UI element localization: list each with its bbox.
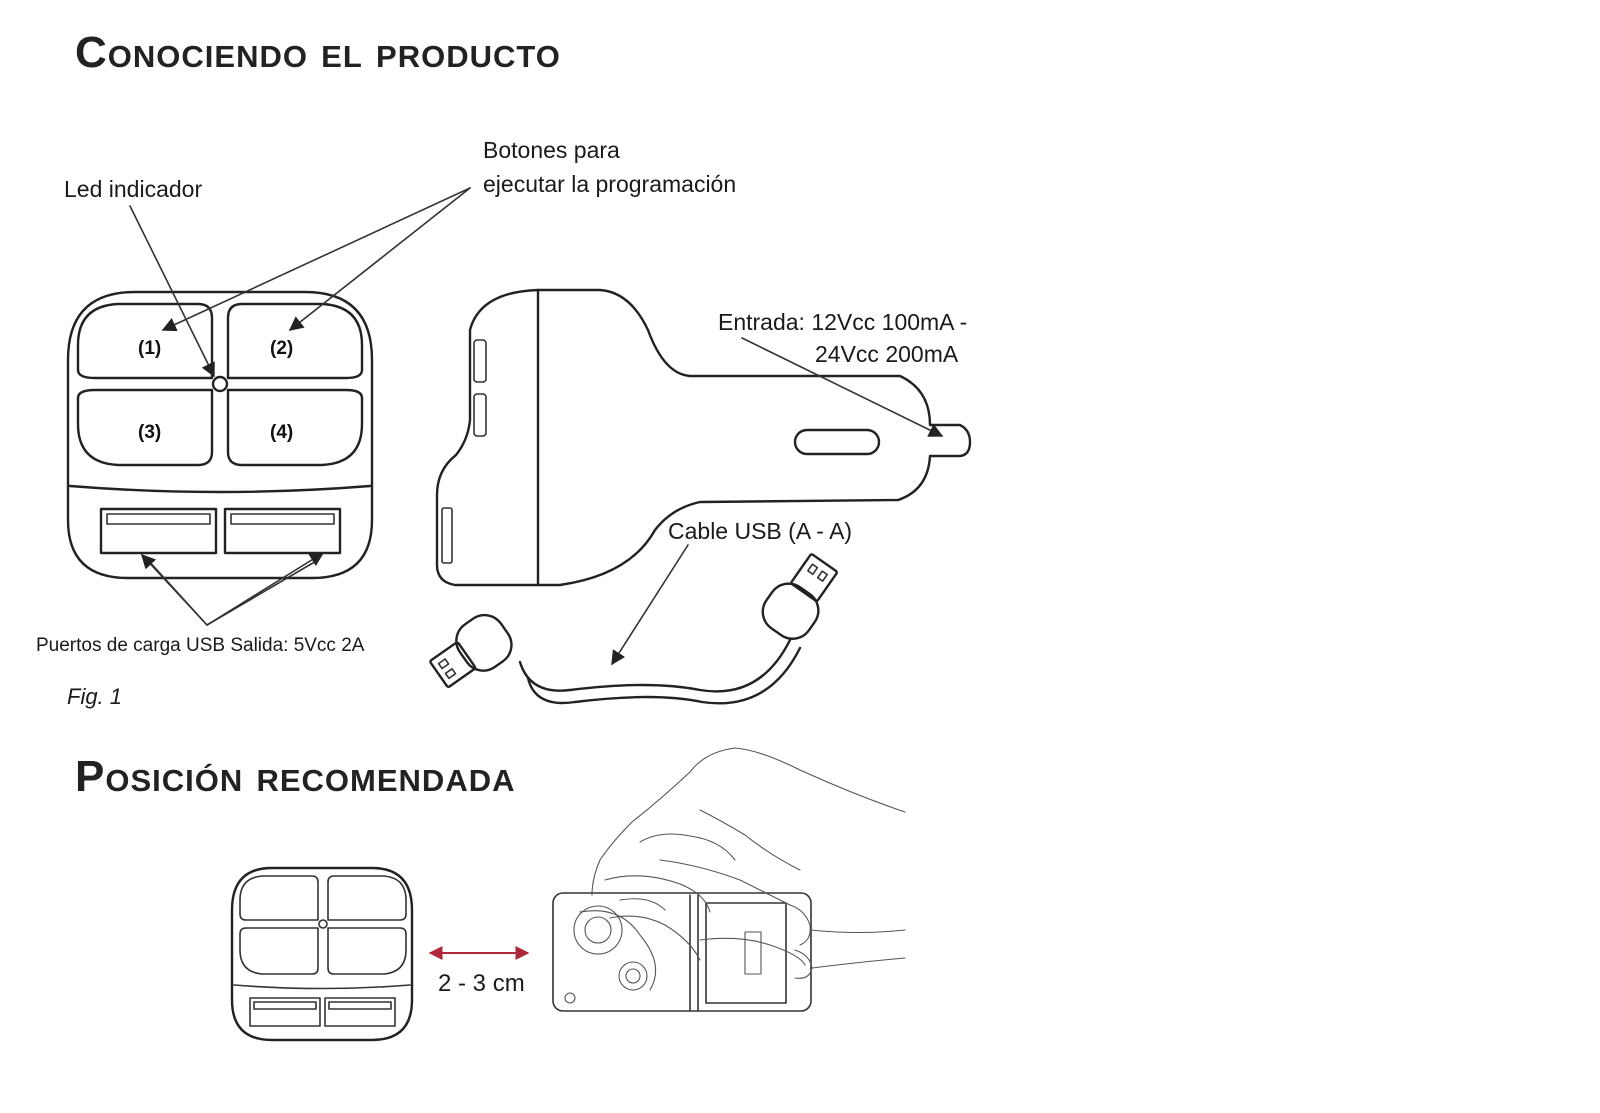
button-1-shape — [76, 302, 214, 380]
input-callout — [741, 337, 944, 437]
led-indicator-label: Led indicador — [64, 176, 203, 202]
button-label-2: (2) — [270, 338, 293, 359]
small-remote-drawing — [230, 866, 414, 1042]
figure-caption: Fig. 1 — [67, 684, 123, 709]
button-label-3: (3) — [138, 422, 161, 443]
cable-usb-label: Cable USB (A - A) — [668, 518, 853, 544]
hand-with-remote-drawing — [552, 747, 906, 1012]
buttons-label-line2: ejecutar la programación — [483, 171, 737, 197]
charger-slot — [793, 428, 881, 456]
button-label-1: (1) — [138, 338, 161, 359]
cable-callout — [611, 544, 689, 666]
button-2-shape — [226, 302, 364, 380]
input-label-line2: 24Vcc 200mA — [815, 341, 959, 367]
button-label-4: (4) — [270, 422, 293, 443]
section-title-position: Posición recomendada — [75, 752, 516, 801]
usb-ports-label: Puertos de carga USB Salida: 5Vcc 2A — [36, 635, 365, 656]
usb-port-1 — [99, 507, 218, 555]
usb-cable-drawing — [429, 553, 838, 705]
input-label-line1: Entrada: 12Vcc 100mA - — [718, 309, 968, 335]
car-charger-drawing — [435, 288, 972, 587]
buttons-label-line1: Botones para — [483, 137, 620, 163]
led-dot — [211, 375, 229, 393]
remote-control-drawing — [66, 290, 374, 580]
remote-callouts — [129, 187, 471, 626]
button-4-shape — [226, 388, 364, 467]
usb-port-2 — [223, 507, 342, 555]
button-3-shape — [76, 388, 214, 467]
section-title-product: Conociendo el producto — [75, 28, 561, 77]
distance-label: 2 - 3 cm — [438, 970, 525, 997]
